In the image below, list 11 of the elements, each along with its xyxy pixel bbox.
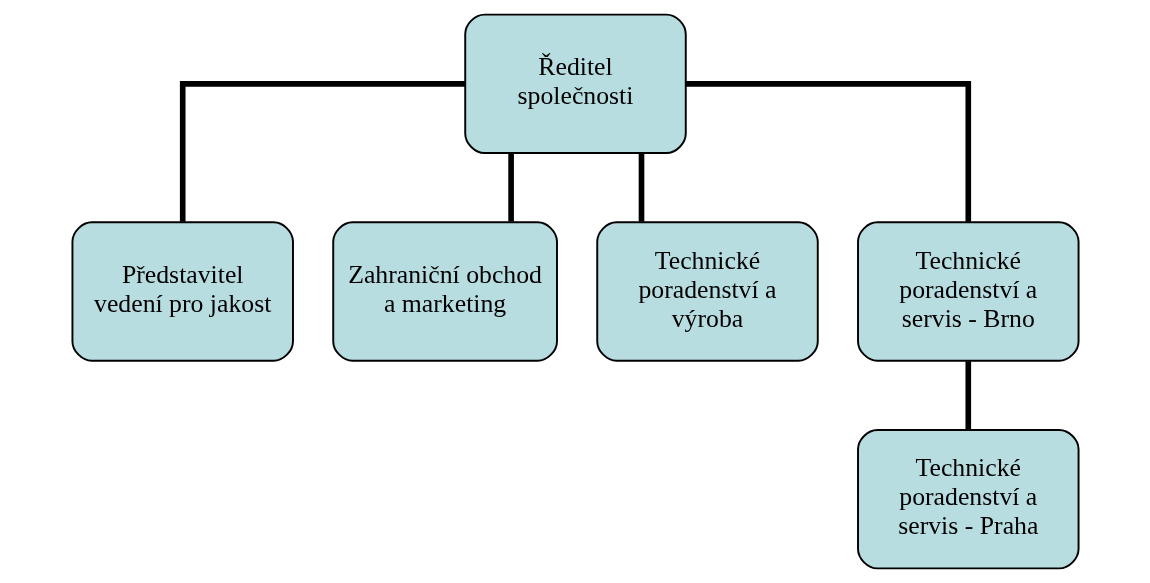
connector [638,153,644,222]
connector [507,153,514,222]
node-box: Ředitel společnosti [463,13,687,155]
node-box: Zahraniční obchod a marketing [331,221,558,362]
node-box: Technické poradenství a výroba [595,221,819,362]
node-box: Technické poradenství a servis - Praha [856,428,1080,570]
node-box: Technické poradenství a servis - Brno [856,221,1080,362]
connector [964,361,971,430]
connector [685,81,971,222]
node-box: Představitel vedení pro jakost [70,221,294,362]
connector [179,81,465,222]
